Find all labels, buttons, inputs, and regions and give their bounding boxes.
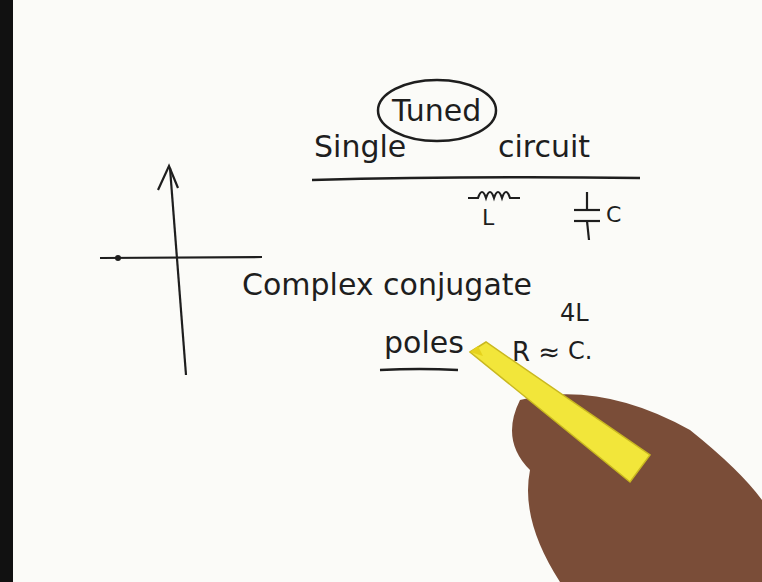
marker-tip: [470, 346, 483, 356]
component-name: C: [606, 203, 621, 227]
circled-word: Tuned: [392, 94, 482, 127]
note-text: poles: [384, 326, 464, 359]
inductor-symbol: [468, 192, 520, 198]
edge-bar: [0, 0, 13, 582]
component-name: L: [482, 206, 494, 230]
title-word: circuit: [498, 130, 590, 163]
capacitor-symbol: [574, 192, 600, 240]
title-underline: [312, 177, 640, 180]
poles-underline: [380, 369, 458, 370]
formula-numerator: 4L: [560, 300, 589, 326]
s-plane-axes: [100, 166, 262, 375]
hand: [512, 394, 762, 582]
note-text: Complex conjugate: [242, 268, 532, 301]
formula-text: R ≈: [512, 338, 560, 367]
title-word: Single: [314, 130, 406, 163]
circled-word: Tuned: [376, 78, 498, 143]
formula-denominator: C.: [568, 338, 592, 364]
pole-dot: [115, 255, 121, 261]
